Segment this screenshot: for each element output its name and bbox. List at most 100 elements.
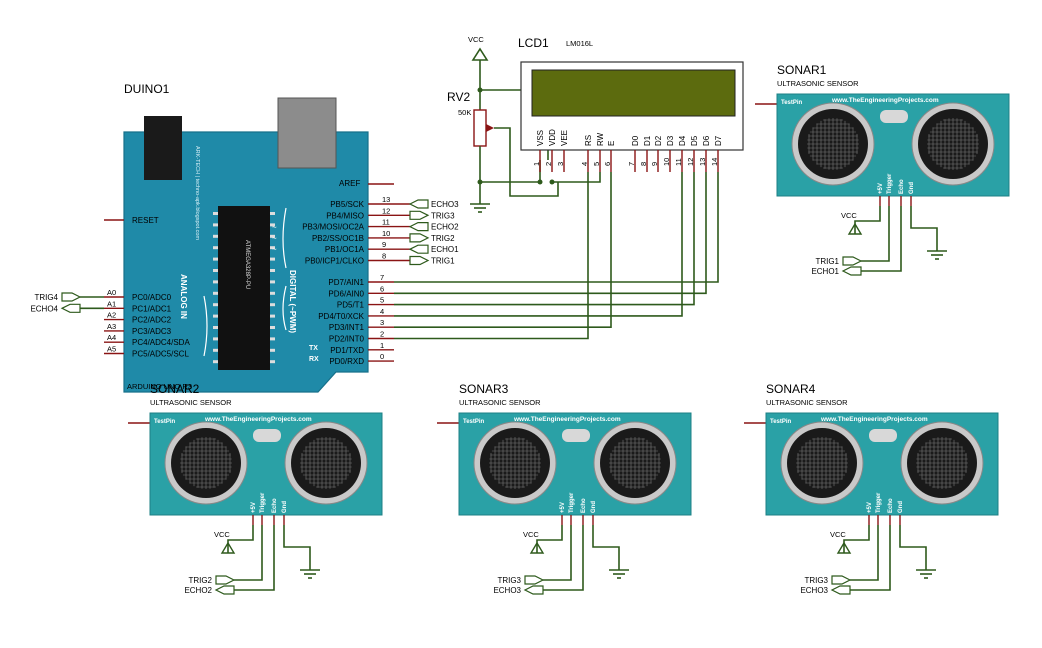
sonar-vcc-label: VCC [841, 211, 857, 220]
sonar-vcc-wire [536, 525, 563, 553]
digital-pin-name: PB3/MOSI/OC2A [302, 223, 364, 232]
analog-pin-number: A4 [107, 333, 116, 342]
potentiometer-wiper-arrow-icon [486, 124, 494, 132]
digital-pin-name: PD7/AIN1 [328, 278, 364, 287]
echo-terminal-icon [830, 585, 851, 595]
sonar-vcc-wire [854, 206, 881, 234]
sonar-trig-wire [234, 525, 263, 581]
sonar-pin-label: +5V [560, 502, 566, 513]
lcd-pin-name: D3 [666, 135, 675, 146]
sonar-testpin-label: TestPin [154, 419, 176, 425]
net-terminal-icon [60, 303, 81, 313]
digital-pin-name: PD0/RXD [329, 357, 364, 366]
analog-pin-number: A2 [107, 311, 116, 320]
board-brand-label: ARK-TECH | techno-apk.blogspot.com [194, 146, 200, 240]
digital-pin-name: PD2/INT0 [329, 335, 365, 344]
lcd-pin-number: 9 [650, 162, 659, 166]
digital-pin-number: 1 [380, 341, 384, 350]
lcd-pin-name: D6 [702, 135, 711, 146]
net-label: ECHO4 [30, 304, 58, 313]
sonar-gnd-wire [283, 525, 311, 570]
sonar-echo-label: ECHO3 [800, 586, 828, 595]
sonar-site-label: www.TheEngineeringProjects.com [204, 416, 312, 423]
lcd-pin-number: 5 [592, 162, 601, 166]
potentiometer-body [473, 109, 487, 147]
sonar-vcc-arrow-icon [220, 541, 236, 554]
rx-label: RX [309, 356, 319, 363]
sonar-vcc-arrow-icon [836, 541, 852, 554]
sonar-vcc-wire [227, 525, 254, 553]
bus-wire [394, 172, 707, 295]
digital-pin-number: 11 [382, 218, 390, 227]
lcd-pin-number: 2 [544, 162, 553, 166]
analog-pin-name: PC4/ADC4/SDA [132, 338, 190, 347]
lcd-pin-name: VSS [536, 130, 545, 146]
trig-terminal-icon [842, 256, 863, 266]
bus-wire [394, 172, 719, 283]
sonar-ref-label: SONAR1 [777, 63, 827, 77]
lcd-pin-number: 12 [686, 158, 695, 166]
analog-pin-number: A3 [107, 322, 116, 331]
digital-pin-name: PD1/TXD [330, 346, 364, 355]
crystal [253, 429, 281, 442]
analog-pin-number: A5 [107, 345, 116, 354]
digital-pin-name: PB5/SCK [330, 200, 364, 209]
bus-wire [394, 172, 589, 340]
echo-terminal-icon [841, 266, 862, 276]
trig-terminal-icon [215, 575, 236, 585]
net-terminal-icon [409, 210, 430, 220]
svg-text:~: ~ [272, 245, 277, 254]
sonar-echo-wire [234, 525, 275, 591]
lcd-pin-name: VEE [560, 130, 569, 146]
net-terminal-icon [408, 199, 429, 209]
lcd-pin-name: RW [596, 132, 605, 146]
sonar-testpin-label: TestPin [770, 419, 792, 425]
analog-pin-name: PC3/ADC3 [132, 327, 172, 336]
tx-label: TX [309, 345, 318, 352]
lcd-pin-number: 13 [698, 158, 707, 166]
sonar-pin-label: Echo [272, 498, 278, 513]
trig-terminal-icon [831, 575, 852, 585]
sonar-pin-label: Echo [899, 179, 905, 194]
lcd-pin-number: 11 [674, 158, 683, 166]
aref-pin-label: AREF [339, 179, 360, 188]
sonar-trig-label: TRIG1 [815, 257, 839, 266]
lcd-pin-name: D5 [690, 135, 699, 146]
analog-in-label: ANALOG IN [179, 274, 188, 319]
digital-pin-number: 2 [380, 330, 384, 339]
trig-terminal-icon [524, 575, 545, 585]
analog-pin-name: PC0/ADC0 [132, 293, 172, 302]
rv-value-label: 50K [458, 108, 471, 117]
sonar-testpin-label: TestPin [781, 100, 803, 106]
lcd-pin-row: VSS1VDD2VEE3RS4RW5E6D07D18D29D310D411D51… [532, 129, 723, 172]
sonar-vcc-wire [843, 525, 870, 553]
bus-wire [394, 172, 695, 306]
net-terminal-icon [61, 292, 82, 302]
power-jack [144, 116, 182, 180]
digital-pin-number: 4 [380, 307, 384, 316]
analog-pin-number: A1 [107, 299, 116, 308]
lcd-model-label: LM016L [566, 39, 593, 48]
wiper-to-vee-wire [494, 127, 559, 197]
digital-pin-number: 3 [380, 318, 384, 327]
digital-pin-name: PD5/T1 [337, 301, 365, 310]
net-label: TRIG1 [431, 257, 455, 266]
sonar-pin-label: +5V [251, 502, 257, 513]
rv-vcc-label: VCC [468, 35, 484, 44]
sonar-model-label: ULTRASONIC SENSOR [777, 79, 859, 88]
digital-pin-number: 8 [382, 252, 386, 261]
sonar-gnd-wire [910, 206, 938, 251]
sonar-pin-label: Gnd [898, 501, 904, 513]
bus-wire [394, 172, 612, 329]
sonar-echo-label: ECHO3 [493, 586, 521, 595]
sonar-trig-wire [543, 525, 572, 581]
sonar-echo-wire [543, 525, 584, 591]
lcd-pin-name: D7 [714, 135, 723, 146]
duino-ref-label: DUINO1 [124, 82, 170, 96]
sonar-testpin-label: TestPin [463, 419, 485, 425]
lcd-ref-label: LCD1 [518, 36, 549, 50]
sonar-gnd-wire [592, 525, 620, 570]
